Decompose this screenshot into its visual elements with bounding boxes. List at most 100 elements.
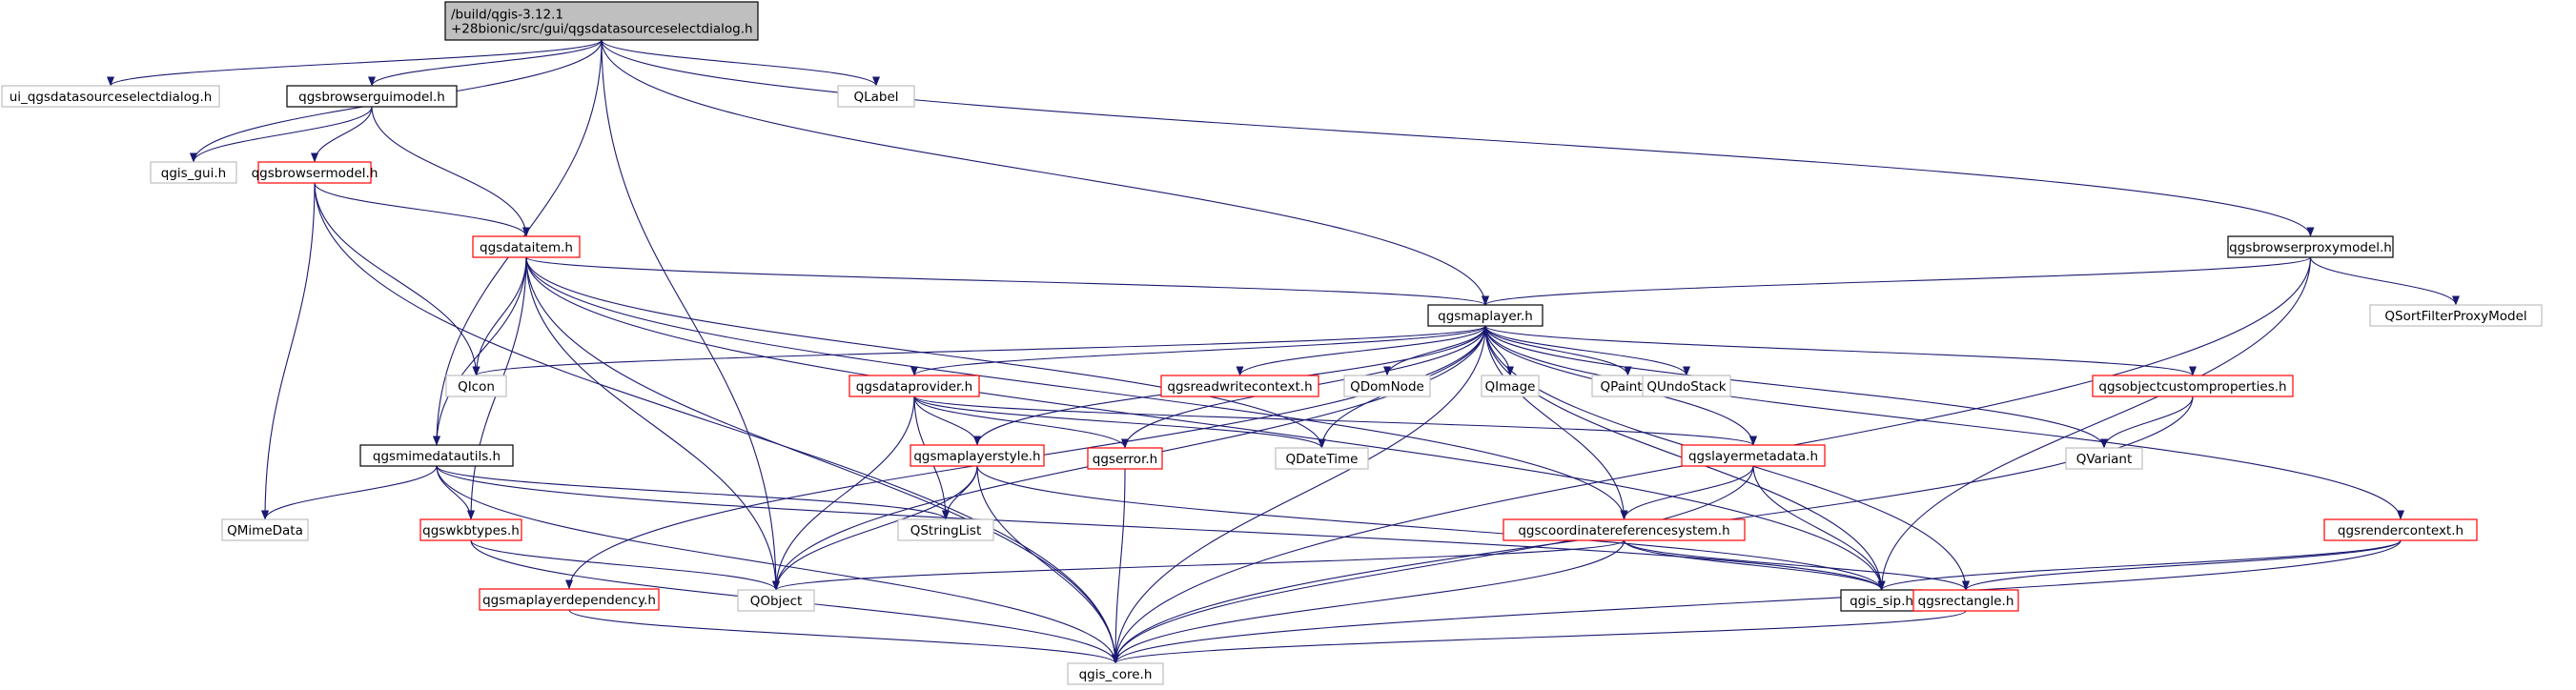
edge-rc-to-sip — [1877, 539, 2402, 591]
edge-ml-to-qundo — [1484, 325, 1690, 376]
edge-ocp-to-qvariant — [2100, 396, 2194, 449]
node-box-qdom — [1343, 375, 1431, 397]
node-gui[interactable]: qgis_gui.h — [150, 161, 237, 184]
node-label-sip: qgis_sip.h — [1850, 594, 1913, 609]
edge-crs-to-core — [1112, 539, 1625, 664]
node-sfpm[interactable]: QSortFilterProxyModel — [2369, 304, 2543, 327]
node-crs[interactable]: qgscoordinatereferencesystem.h — [1503, 518, 1746, 541]
edge-di-to-ml — [525, 256, 1489, 306]
edge-ml-to-qvariant — [1484, 325, 2108, 449]
node-box-mdu — [359, 444, 514, 467]
node-box-qundo — [1642, 375, 1731, 397]
node-bpm[interactable]: qgsbrowserproxymodel.h — [2227, 235, 2394, 258]
node-box-lmd — [1681, 444, 1826, 467]
node-rect[interactable]: qgsrectangle.h — [1912, 589, 2019, 612]
node-qvariant[interactable]: QVariant — [2065, 447, 2143, 470]
node-box-qicon — [445, 375, 507, 397]
node-dp[interactable]: qgsdataprovider.h — [848, 375, 980, 397]
node-label-ocp: qgsobjectcustomproperties.h — [2098, 379, 2286, 395]
node-box-qsl — [897, 518, 994, 541]
node-label-bpm: qgsbrowserproxymodel.h — [2229, 240, 2392, 255]
node-root[interactable]: /build/qgis-3.12.1+28bionic/src/gui/qgsd… — [444, 1, 759, 41]
edge-bpm-to-sfpm — [2309, 256, 2460, 306]
node-box-ml — [1427, 304, 1544, 327]
edge-err-to-core — [1112, 468, 1126, 664]
node-ui[interactable]: ui_qgsdatasourceselectdialog.h — [1, 85, 220, 108]
node-box-di — [472, 235, 581, 258]
node-label-qundo: QUndoStack — [1646, 379, 1726, 395]
node-mls[interactable]: qgsmaplayerstyle.h — [910, 444, 1045, 467]
edge-mdu-to-core — [436, 465, 1119, 664]
node-qmime[interactable]: QMimeData — [221, 518, 309, 541]
node-box-ui — [1, 85, 220, 108]
node-qsl[interactable]: QStringList — [897, 518, 994, 541]
edge-mdu-to-qmime — [261, 465, 438, 520]
node-box-err — [1087, 447, 1163, 470]
edge-mdu-to-wkb — [436, 465, 475, 520]
node-qdom[interactable]: QDomNode — [1343, 375, 1431, 397]
node-box-sfpm — [2369, 304, 2543, 327]
edge-lmd-to-sip — [1752, 465, 1886, 591]
node-qdt[interactable]: QDateTime — [1275, 447, 1369, 470]
edge-rc-to-rect — [1962, 539, 2402, 591]
node-box-bpm — [2227, 235, 2394, 258]
node-label-qmime: QMimeData — [227, 523, 303, 538]
edge-mls-to-qsl — [942, 465, 978, 520]
node-label-gui: qgis_gui.h — [161, 166, 226, 181]
edge-ml-to-core — [1112, 325, 1486, 664]
edge-di-to-qobj — [525, 256, 780, 591]
edge-bm-to-di — [314, 182, 530, 237]
node-label-rect: qgsrectangle.h — [1918, 594, 2014, 609]
node-core[interactable]: qgis_core.h — [1067, 662, 1164, 685]
node-box-qvariant — [2065, 447, 2143, 470]
node-box-core — [1067, 662, 1164, 685]
node-box-qmime — [221, 518, 309, 541]
node-qundo[interactable]: QUndoStack — [1642, 375, 1731, 397]
node-err[interactable]: qgserror.h — [1087, 447, 1163, 470]
edge-mdu-to-qsl — [436, 465, 950, 520]
edge-rect-to-core — [1112, 610, 1967, 664]
edge-di-to-crs — [525, 256, 1628, 520]
edge-bm-to-qmime — [261, 182, 316, 520]
edge-root-to-qobj — [601, 39, 780, 591]
node-qlabel[interactable]: QLabel — [837, 85, 915, 108]
node-rc[interactable]: qgsrendercontext.h — [2323, 518, 2478, 541]
edge-bpm-to-ml — [1482, 256, 2312, 306]
node-box-crs — [1503, 518, 1746, 541]
edges-layer — [107, 39, 2460, 664]
node-box-qimage — [1481, 375, 1540, 397]
node-rwc[interactable]: qgsreadwritecontext.h — [1160, 375, 1319, 397]
node-qobj[interactable]: QObject — [737, 589, 815, 612]
node-label-ml: qgsmaplayer.h — [1438, 309, 1533, 324]
node-box-ocp — [2092, 375, 2294, 397]
node-di[interactable]: qgsdataitem.h — [472, 235, 581, 258]
node-lmd[interactable]: qgslayermetadata.h — [1681, 444, 1826, 467]
edge-dp-to-err — [913, 396, 1129, 449]
edge-ml-to-qpainter — [1484, 325, 1632, 376]
edge-ml-to-rwc — [1236, 325, 1486, 376]
node-box-qobj — [737, 589, 815, 612]
node-qimage[interactable]: QImage — [1481, 375, 1540, 397]
node-bgm[interactable]: qgsbrowserguimodel.h — [286, 85, 458, 108]
node-label-ui: ui_qgsdatasourceselectdialog.h — [10, 90, 213, 105]
edge-rc-to-core — [1112, 539, 2402, 664]
node-mdu[interactable]: qgsmimedatautils.h — [359, 444, 514, 467]
edge-root-to-ui — [107, 39, 603, 87]
node-mld[interactable]: qgsmaplayerdependency.h — [479, 588, 660, 611]
edge-bgm-to-gui — [190, 106, 373, 163]
node-bm[interactable]: qgsbrowsermodel.h — [252, 161, 378, 184]
edge-mls-to-sip — [976, 465, 1886, 591]
edge-root-to-bpm — [601, 39, 2315, 237]
node-qicon[interactable]: QIcon — [445, 375, 507, 397]
node-box-mld — [479, 588, 660, 611]
node-label-bgm: qgsbrowserguimodel.h — [298, 90, 445, 105]
node-label-bm: qgsbrowsermodel.h — [252, 166, 378, 181]
node-label-qicon: QIcon — [458, 379, 495, 395]
edge-bm-to-qicon — [314, 182, 480, 376]
node-ocp[interactable]: qgsobjectcustomproperties.h — [2092, 375, 2294, 397]
edge-dp-to-lmd — [913, 396, 1757, 446]
node-sip[interactable]: qgis_sip.h — [1840, 589, 1923, 612]
node-label-err: qgserror.h — [1093, 452, 1157, 467]
node-wkb[interactable]: qgswkbtypes.h — [419, 518, 522, 541]
node-ml[interactable]: qgsmaplayer.h — [1427, 304, 1544, 327]
